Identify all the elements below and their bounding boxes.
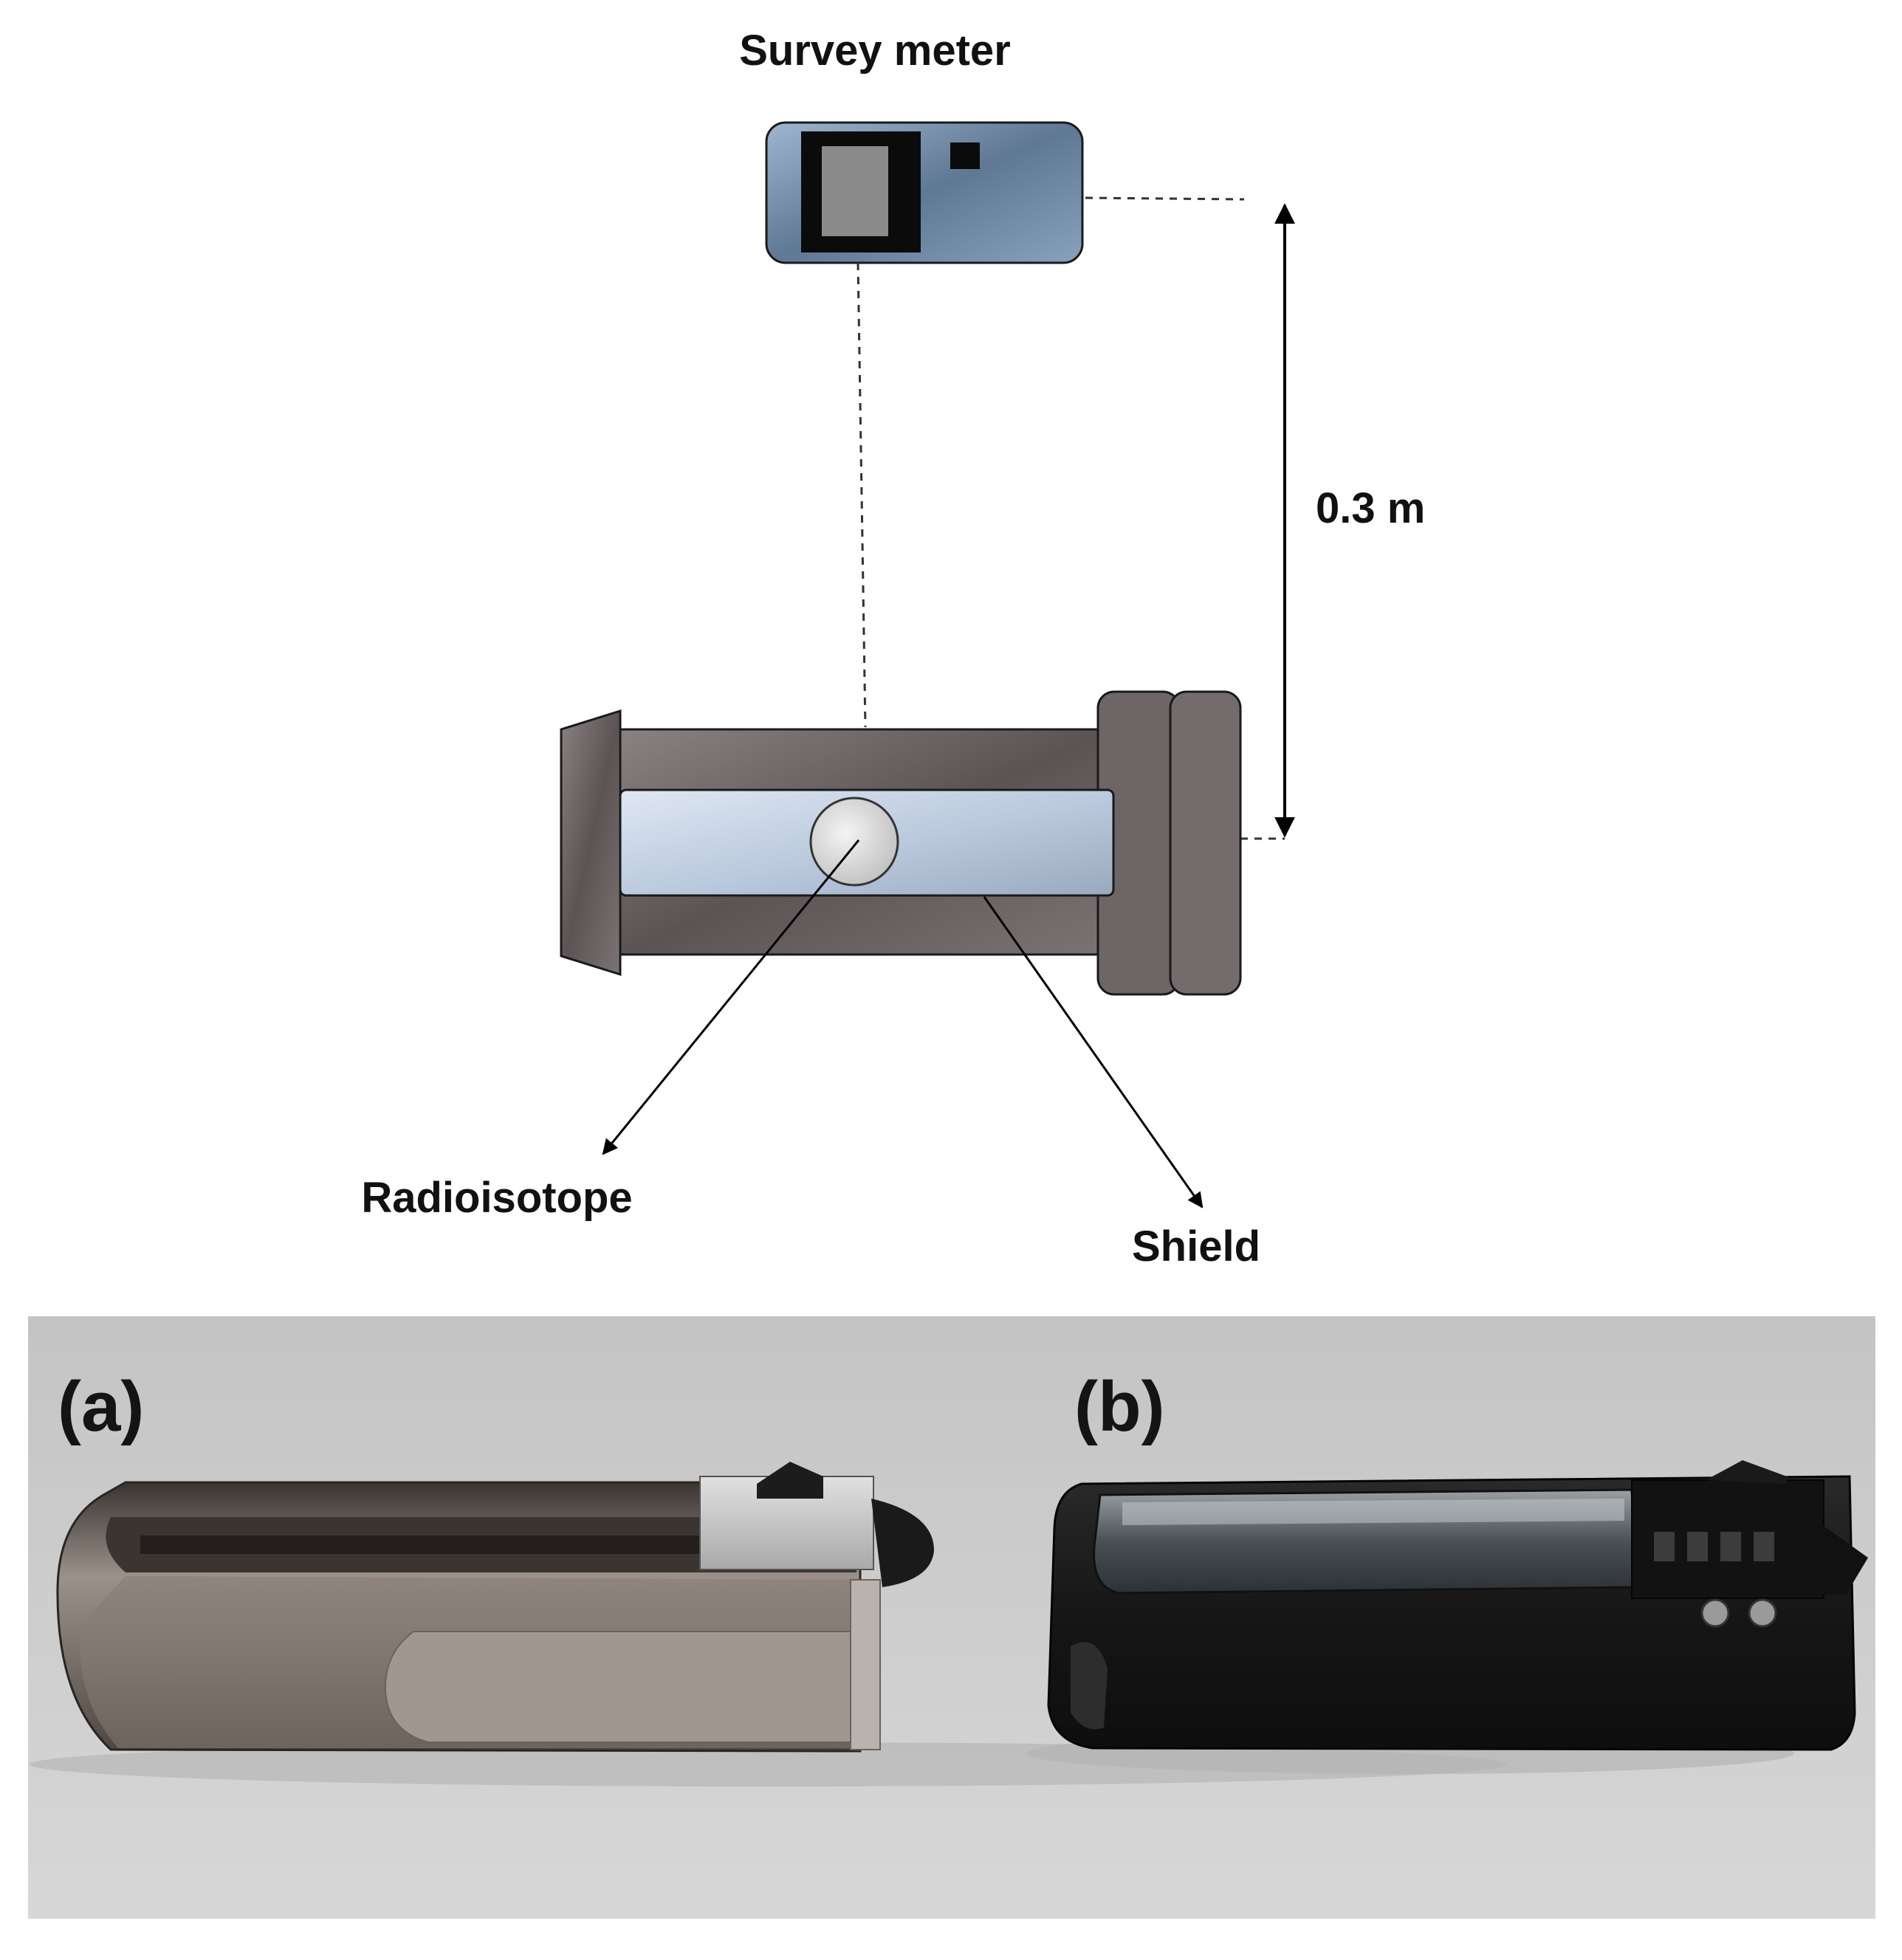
photo-panel: (a) (b) [28,1316,1875,1919]
vent-slot [1687,1532,1708,1561]
radioisotope-label: Radioisotope [361,1174,632,1222]
meter-horizontal-guide-line [1085,196,1245,201]
shield-pointer-arrow [983,896,1204,1208]
shield-container [560,690,1242,996]
screw-icon [1700,1598,1730,1628]
shield-left-cap [560,709,622,977]
holder-a-knob [871,1499,934,1587]
holder-a-metal-shield [30,1462,1506,1787]
panel-b-label: (b) [1074,1367,1165,1446]
vent-slot [1754,1532,1774,1561]
holder-a-side-plate [384,1631,861,1743]
screw-icon [1748,1598,1777,1628]
holder-a-tab [757,1462,823,1499]
meter-button [950,142,980,169]
shield-label: Shield [1132,1223,1260,1270]
distance-label: 0.3 m [1316,484,1425,532]
meter-display [822,146,888,236]
panel-a-label: (a) [58,1367,144,1446]
survey-meter-device [765,121,1084,264]
radioisotope-source [809,797,899,887]
meter-vertical-guide-line [856,262,867,728]
holder-b-plastic-shield [1026,1460,1868,1774]
vent-slot [1654,1532,1675,1561]
survey-meter-label: Survey meter [739,27,1011,75]
vent-slot [1720,1532,1741,1561]
shield-right-cap-outer [1169,690,1242,996]
radioisotope-pointer-arrow [602,839,860,1155]
